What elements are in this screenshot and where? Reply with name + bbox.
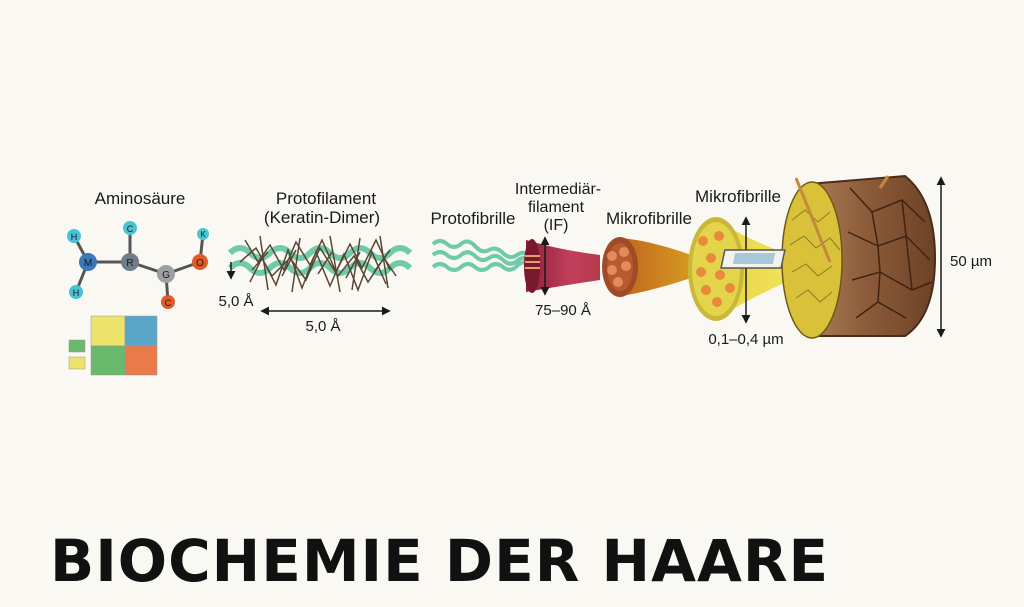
- hair-shaft: [720, 174, 937, 339]
- label-aminosaeure: Aminosäure: [95, 189, 186, 208]
- protofibrille-strands: [431, 239, 530, 272]
- svg-text:G: G: [162, 270, 170, 281]
- svg-text:M: M: [84, 258, 92, 269]
- label-protofilament: Protofilament: [276, 189, 376, 208]
- atom-r: R: [121, 253, 139, 271]
- svg-text:C: C: [127, 224, 134, 234]
- amino-acid-molecule: H H M C R G O K: [67, 221, 209, 309]
- makrofibrille-diameter-label: 0,1–0,4 µm: [708, 331, 783, 348]
- atom-o: O: [192, 254, 208, 270]
- label-filament: filament: [528, 199, 585, 216]
- label-mikrofibrille-2: Mikrofibrille: [695, 187, 781, 206]
- svg-text:O: O: [196, 258, 204, 269]
- hair-diameter-label: 50 µm: [950, 253, 992, 270]
- svg-text:H: H: [71, 232, 78, 242]
- color-key-grid: [68, 315, 158, 376]
- svg-text:H: H: [73, 288, 80, 298]
- svg-text:K: K: [200, 230, 206, 239]
- label-intermediaer: Intermediär-: [515, 181, 601, 198]
- label-keratin-dimer: (Keratin-Dimer): [264, 208, 380, 227]
- intermediate-filament-shape: [524, 239, 600, 293]
- svg-text:C: C: [165, 298, 172, 308]
- atom-h-bottom: H: [69, 285, 83, 299]
- keratin-mesh: [239, 235, 397, 293]
- atom-g: G: [157, 265, 175, 283]
- label-if: (IF): [544, 217, 569, 234]
- page-title: BIOCHEMIE DER HAARE: [50, 527, 830, 595]
- atom-c-top: C: [123, 221, 137, 235]
- svg-text:R: R: [126, 258, 133, 269]
- atom-c-bottom: C: [161, 295, 175, 309]
- label-mikrofibrille-1: Mikrofibrille: [606, 209, 692, 228]
- atom-k: K: [197, 228, 209, 240]
- if-diameter-label: 75–90 Å: [535, 302, 591, 319]
- mikrofibrille-shape: [602, 237, 700, 297]
- atom-m: M: [79, 253, 97, 271]
- atom-h-top: H: [67, 229, 81, 243]
- protofilament-height-label: 5,0 Å: [218, 293, 253, 310]
- makrofibrille-shape: [688, 217, 800, 321]
- protofilament-length-label: 5,0 Å: [305, 318, 340, 335]
- label-protofibrille: Protofibrille: [430, 209, 515, 228]
